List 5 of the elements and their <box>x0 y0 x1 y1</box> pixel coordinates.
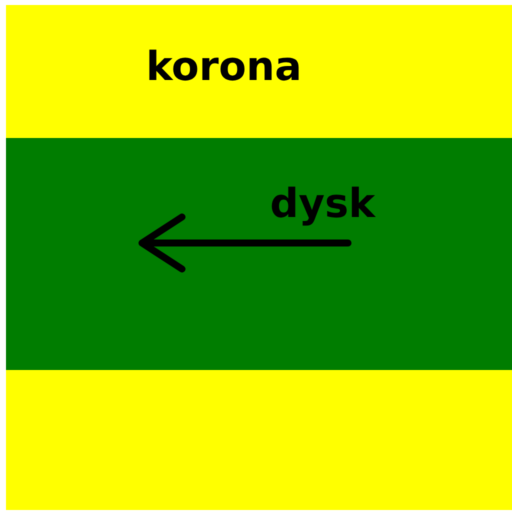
band-label: korona <box>146 47 302 87</box>
band-label: dysk <box>270 184 376 224</box>
lower-band <box>6 370 512 510</box>
middle-band <box>6 138 512 370</box>
upper-band <box>6 5 512 138</box>
